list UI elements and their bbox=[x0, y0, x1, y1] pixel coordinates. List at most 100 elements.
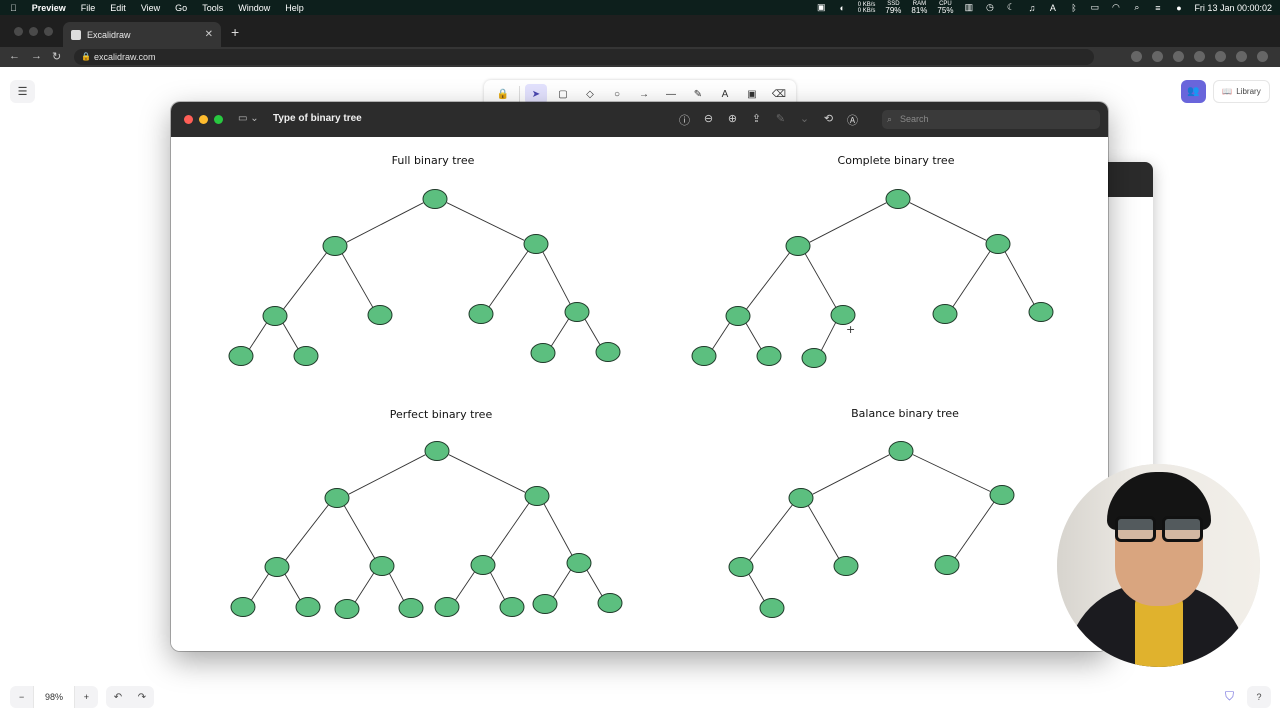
tree-edge bbox=[348, 454, 426, 495]
help-button[interactable]: ? bbox=[1247, 686, 1271, 708]
siri-icon[interactable]: ● bbox=[1176, 2, 1182, 13]
new-tab-button[interactable]: + bbox=[231, 24, 240, 40]
lock-icon[interactable]: 🔒 bbox=[496, 88, 510, 100]
diamond-icon[interactable]: ◇ bbox=[586, 88, 594, 100]
menubar-datetime[interactable]: Fri 13 Jan 00:00:02 bbox=[1194, 2, 1272, 13]
app-status-icon[interactable]: ▣ bbox=[816, 2, 826, 12]
search-field[interactable]: ⌕ Search bbox=[882, 110, 1100, 129]
library-button[interactable]: 📖 Library bbox=[1213, 80, 1270, 103]
back-icon[interactable]: ← bbox=[9, 50, 20, 62]
tree-node bbox=[424, 441, 450, 461]
menu-view[interactable]: View bbox=[134, 2, 160, 13]
extension-icons bbox=[1131, 51, 1268, 62]
menu-go[interactable]: Go bbox=[168, 2, 187, 13]
share-icon[interactable]: ⇪ bbox=[751, 113, 762, 125]
ram-value: 81% bbox=[911, 5, 928, 15]
zoom-window-button[interactable] bbox=[44, 27, 53, 36]
menu-help[interactable]: Help bbox=[278, 2, 304, 13]
ellipse-icon[interactable]: ○ bbox=[613, 88, 621, 100]
tree-edge bbox=[249, 322, 267, 350]
preview-toolbar: ⓘ ⊖ ⊕ ⇪ ✎ ⌄ ⟲ Ⓐ bbox=[678, 112, 859, 128]
reload-icon[interactable]: ↻ bbox=[52, 51, 62, 63]
zoom-controls: − 98% + bbox=[10, 686, 98, 708]
toolbar-divider bbox=[519, 86, 520, 102]
markup-pen-icon[interactable]: ✎ bbox=[775, 113, 786, 125]
battery-icon[interactable]: ▭ bbox=[1090, 2, 1100, 12]
undo-icon[interactable]: ↶ bbox=[113, 691, 123, 703]
menu-tools[interactable]: Tools bbox=[195, 2, 223, 13]
tree-edge bbox=[285, 504, 329, 561]
headphones-icon[interactable]: ♫ bbox=[1028, 2, 1036, 13]
chevron-down-icon[interactable]: ⌄ bbox=[799, 113, 810, 125]
eraser-icon[interactable]: ⌫ bbox=[771, 88, 787, 100]
rectangle-icon[interactable]: ▢ bbox=[558, 88, 568, 100]
wifi-icon[interactable]: ◠ bbox=[1112, 2, 1120, 12]
menu-file[interactable]: File bbox=[74, 2, 96, 13]
tree-node bbox=[728, 557, 754, 577]
tree-edge bbox=[455, 571, 475, 601]
arrow-icon[interactable]: → bbox=[639, 88, 649, 100]
extensions-puzzle-icon[interactable] bbox=[1215, 51, 1226, 62]
tree-edge bbox=[388, 573, 405, 601]
bluetooth-icon[interactable]: ᛒ bbox=[1071, 2, 1077, 13]
close-window-button[interactable] bbox=[184, 115, 193, 124]
menu-app-name[interactable]: Preview bbox=[25, 2, 66, 13]
tree-node bbox=[759, 598, 785, 618]
zoom-level[interactable]: 98% bbox=[33, 686, 75, 708]
zoom-in-icon[interactable]: ⊕ bbox=[727, 113, 738, 125]
crosshair-cursor-icon: + bbox=[846, 323, 855, 336]
timer-icon[interactable]: ◷ bbox=[986, 2, 994, 12]
shield-icon[interactable]: ⛉ bbox=[1225, 689, 1235, 703]
markup-icon[interactable]: Ⓐ bbox=[847, 115, 858, 127]
tree-edge bbox=[807, 505, 840, 559]
address-bar[interactable]: 🔒 excalidraw.com bbox=[74, 49, 1094, 65]
profile-avatar[interactable] bbox=[1236, 51, 1247, 62]
search-icon[interactable]: ⌕ bbox=[1134, 2, 1140, 12]
minimize-window-button[interactable] bbox=[29, 27, 38, 36]
rotate-icon[interactable]: ⟲ bbox=[823, 113, 834, 125]
extension-icon[interactable] bbox=[1152, 51, 1163, 62]
live-collaboration-button[interactable]: 👥 bbox=[1181, 80, 1206, 103]
pencil-icon[interactable]: ✎ bbox=[693, 88, 703, 100]
webcam-person-shirt bbox=[1135, 594, 1183, 667]
sidebar-toggle-icon[interactable]: ▭ ⌄ bbox=[238, 113, 259, 124]
info-icon[interactable]: ⓘ bbox=[679, 115, 690, 127]
extension-icon[interactable] bbox=[1131, 51, 1142, 62]
minimize-window-button[interactable] bbox=[199, 115, 208, 124]
book-icon: 📖 bbox=[1222, 87, 1233, 96]
menu-edit[interactable]: Edit bbox=[103, 2, 126, 13]
text-icon[interactable]: A bbox=[721, 88, 729, 100]
tree-node bbox=[801, 348, 827, 368]
tree-title-perfect: Perfect binary tree bbox=[389, 408, 493, 421]
tree-node bbox=[788, 488, 814, 508]
document-page[interactable]: Full binary tree Complete binary tree Pe… bbox=[171, 137, 1108, 651]
selection-icon[interactable]: ➤ bbox=[525, 84, 547, 104]
zoom-window-button[interactable] bbox=[214, 115, 223, 124]
close-window-button[interactable] bbox=[14, 27, 23, 36]
line-icon[interactable]: — bbox=[666, 88, 676, 100]
input-source-icon[interactable]: A bbox=[1049, 2, 1056, 13]
tree-edge bbox=[909, 202, 987, 241]
tab-excalidraw[interactable]: Excalidraw ✕ bbox=[63, 22, 221, 47]
apple-icon[interactable]:  bbox=[10, 3, 17, 13]
tree-edge bbox=[488, 250, 529, 308]
zoom-out-icon[interactable]: ⊖ bbox=[703, 113, 714, 125]
tree-node bbox=[367, 305, 393, 325]
extension-icon[interactable] bbox=[1194, 51, 1205, 62]
tree-edge bbox=[812, 454, 890, 495]
tree-edge bbox=[809, 202, 887, 243]
redo-icon[interactable]: ↷ bbox=[137, 691, 147, 703]
moon-icon[interactable]: ☾ bbox=[1006, 2, 1015, 12]
menu-window[interactable]: Window bbox=[231, 2, 270, 13]
control-center-icon[interactable]: ≡ bbox=[1155, 2, 1161, 13]
main-menu-button[interactable]: ☰ bbox=[10, 80, 35, 103]
gpu-graph-icon[interactable]: ▥ bbox=[964, 2, 974, 12]
sync-status-icon[interactable]: ◐ bbox=[839, 2, 845, 13]
close-tab-icon[interactable]: ✕ bbox=[204, 29, 213, 40]
forward-icon[interactable]: → bbox=[31, 50, 42, 62]
extension-icon[interactable] bbox=[1173, 51, 1184, 62]
zoom-in-button[interactable]: + bbox=[83, 692, 90, 702]
image-icon[interactable]: ▣ bbox=[747, 88, 757, 100]
zoom-out-button[interactable]: − bbox=[18, 692, 25, 702]
more-menu-icon[interactable] bbox=[1257, 51, 1268, 62]
